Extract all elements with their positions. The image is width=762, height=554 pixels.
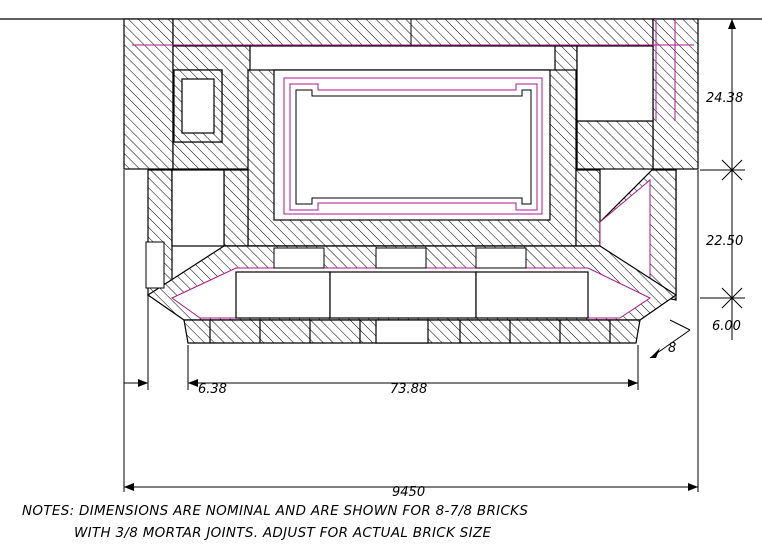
front-brick-course xyxy=(183,319,641,344)
course-units xyxy=(145,241,527,289)
inner-firebox xyxy=(247,69,577,247)
notes-line-1: NOTES: DIMENSIONS ARE NOMINAL AND ARE SH… xyxy=(22,503,529,519)
dim-side-offset: 6.38 xyxy=(198,382,227,397)
dimension-arrows xyxy=(124,19,736,491)
ash-vent xyxy=(173,69,223,143)
notes-line-2: WITH 3/8 MORTAR JOINTS. ADJUST FOR ACTUA… xyxy=(74,525,492,541)
dim-opening-width: 73.88 xyxy=(390,382,427,397)
dim-back-height: 24.38 xyxy=(706,91,743,106)
dim-mid-height: 22.50 xyxy=(706,234,743,249)
dim-angle: 8 xyxy=(668,341,676,356)
dim-front-height: 6.00 xyxy=(712,319,741,334)
dim-overall-width: 9450 xyxy=(392,485,425,500)
